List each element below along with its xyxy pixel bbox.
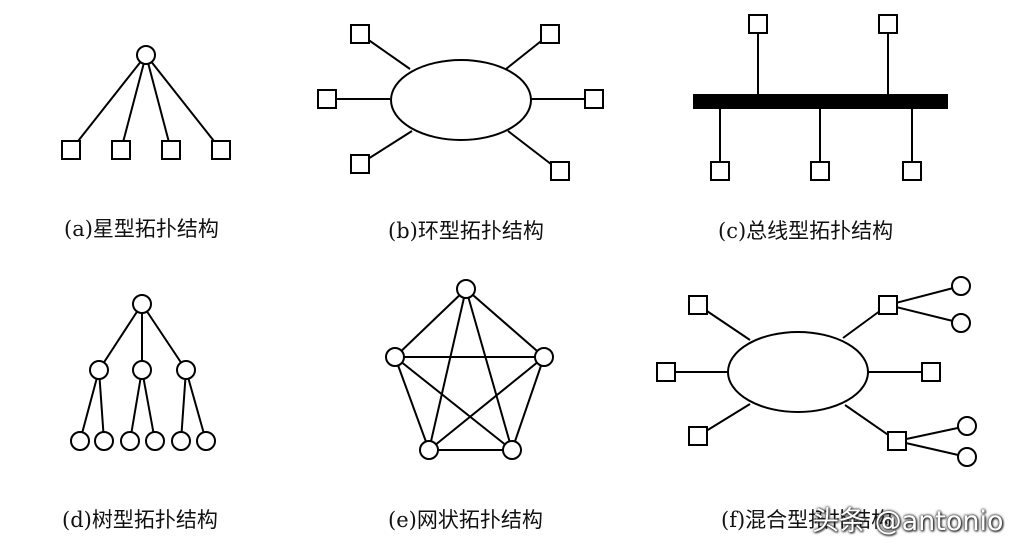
- hybrid-leaf-node: [957, 416, 977, 436]
- mesh-node: [385, 347, 405, 367]
- mesh-link: [394, 288, 467, 358]
- tree-branch-node: [132, 360, 152, 380]
- tree-link: [141, 369, 156, 442]
- caption-bus: (c)总线型拓扑结构: [718, 219, 894, 243]
- tree-branch-node: [176, 360, 196, 380]
- hybrid-terminal-node: [921, 362, 941, 382]
- tree-topology: [70, 294, 216, 451]
- tree-link: [180, 369, 187, 442]
- tree-leaf-node: [70, 431, 90, 451]
- mesh-node: [419, 440, 439, 460]
- star-link: [70, 54, 147, 151]
- ring-terminal-node: [317, 89, 337, 109]
- ring-terminal-node: [584, 89, 604, 109]
- caption-mesh: (e)网状拓扑结构: [388, 508, 543, 532]
- ring-terminal-node: [550, 161, 570, 181]
- bus-terminal-node: [810, 161, 830, 181]
- tree-root-node: [132, 294, 152, 314]
- hybrid-topology: [656, 276, 977, 467]
- star-link: [120, 54, 147, 151]
- bus-backbone: [693, 94, 948, 109]
- watermark-text: 头条 @antonio: [812, 506, 1004, 537]
- caption-star: (a)星型拓扑结构: [64, 217, 219, 241]
- tree-leaf-node: [94, 431, 114, 451]
- tree-link: [185, 369, 207, 442]
- bus-terminal-node: [878, 14, 898, 34]
- star-terminal-node: [161, 140, 181, 160]
- tree-leaf-node: [145, 431, 165, 451]
- tree-leaf-node: [120, 431, 140, 451]
- tree-link: [79, 369, 100, 442]
- hybrid-terminal-node: [656, 362, 676, 382]
- caption-hybrid: (f)混合型拓扑结构: [721, 508, 893, 532]
- star-center-node: [136, 45, 156, 65]
- bus-terminal-node: [902, 161, 922, 181]
- hybrid-terminal-node: [688, 426, 708, 446]
- star-terminal-node: [61, 140, 81, 160]
- hybrid-link: [887, 304, 962, 324]
- hybrid-leaf-node: [951, 276, 971, 296]
- tree-branch-node: [89, 360, 109, 380]
- ring-terminal-node: [540, 24, 560, 44]
- tree-link: [129, 369, 143, 442]
- hybrid-link: [887, 285, 962, 306]
- hybrid-hub-node: [878, 295, 898, 315]
- tree-leaf-node: [196, 431, 216, 451]
- mesh-node: [534, 347, 554, 367]
- bus-terminal-node: [748, 14, 768, 34]
- hybrid-leaf-node: [951, 313, 971, 333]
- ring-terminal-node: [350, 24, 370, 44]
- hybrid-ring-network: [727, 331, 869, 413]
- mesh-link: [428, 288, 467, 451]
- mesh-link: [465, 288, 545, 358]
- mesh-link: [394, 356, 430, 451]
- mesh-link: [511, 356, 545, 451]
- ring-terminal-node: [350, 154, 370, 174]
- mesh-node: [502, 440, 522, 460]
- hybrid-hub-node: [887, 431, 907, 451]
- ring-topology: [317, 24, 604, 181]
- mesh-link: [428, 356, 545, 451]
- hybrid-link: [896, 425, 968, 442]
- star-topology: [61, 45, 231, 160]
- star-terminal-node: [211, 140, 231, 160]
- star-terminal-node: [111, 140, 131, 160]
- hybrid-link: [896, 440, 968, 458]
- mesh-link: [465, 288, 513, 451]
- tree-link: [98, 369, 105, 442]
- mesh-link: [394, 356, 513, 451]
- bus-terminal-node: [710, 161, 730, 181]
- tree-link: [141, 303, 187, 371]
- star-link: [145, 54, 172, 151]
- hybrid-leaf-node: [957, 447, 977, 467]
- caption-tree: (d)树型拓扑结构: [62, 508, 218, 532]
- mesh-topology: [385, 279, 554, 460]
- ring-network: [390, 59, 532, 141]
- bus-topology: [693, 14, 948, 181]
- tree-leaf-node: [171, 431, 191, 451]
- hybrid-terminal-node: [688, 295, 708, 315]
- mesh-node: [456, 279, 476, 299]
- tree-link: [98, 303, 143, 371]
- caption-ring: (b)环型拓扑结构: [388, 219, 544, 243]
- star-link: [145, 54, 222, 151]
